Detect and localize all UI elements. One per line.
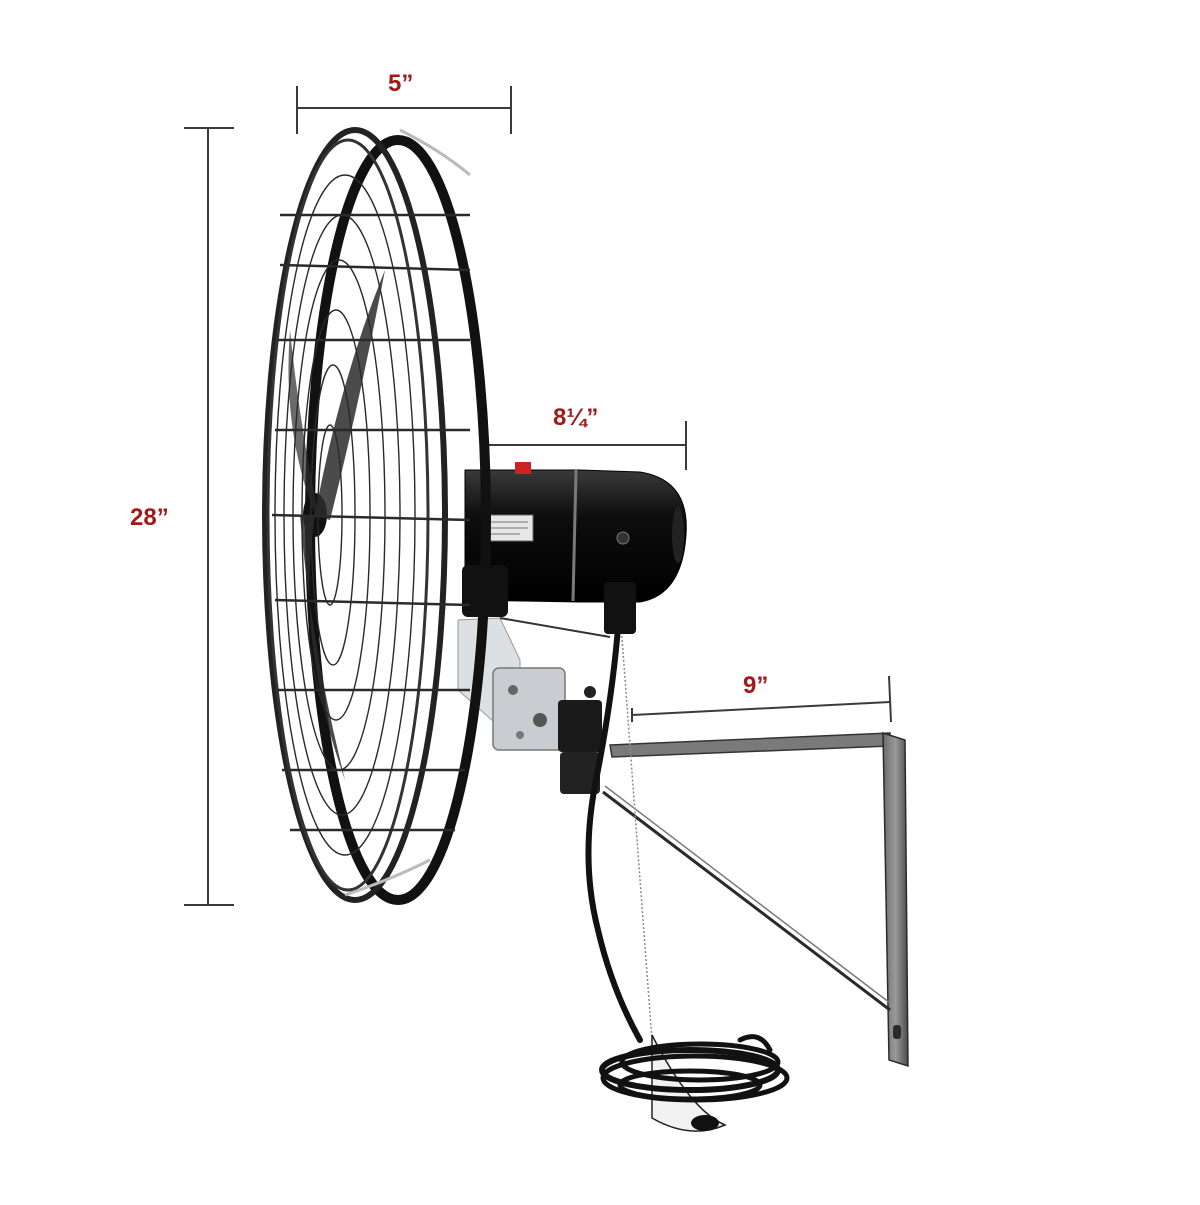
motor-housing: [462, 462, 687, 634]
head-depth-dimension-line: [480, 421, 687, 470]
wall-bracket: [602, 731, 909, 1068]
width-dimension-label: 5”: [388, 70, 414, 97]
pull-chain: [619, 611, 653, 1041]
power-cord: [585, 625, 790, 1103]
bracket-depth-dimension-line: [631, 675, 892, 723]
tilt-mount: [457, 617, 611, 794]
head-depth-dimension-label: 8¼”: [553, 404, 599, 431]
dimension-lines: [184, 86, 892, 906]
mount-plate: [492, 667, 566, 751]
height-dimension-line: [184, 127, 234, 906]
height-dimension-label: 28”: [130, 504, 169, 531]
warning-label: [515, 462, 531, 474]
bracket-depth-dimension-label: 9”: [743, 672, 769, 699]
width-dimension-line: [296, 86, 512, 134]
fan-guard: [262, 127, 491, 905]
